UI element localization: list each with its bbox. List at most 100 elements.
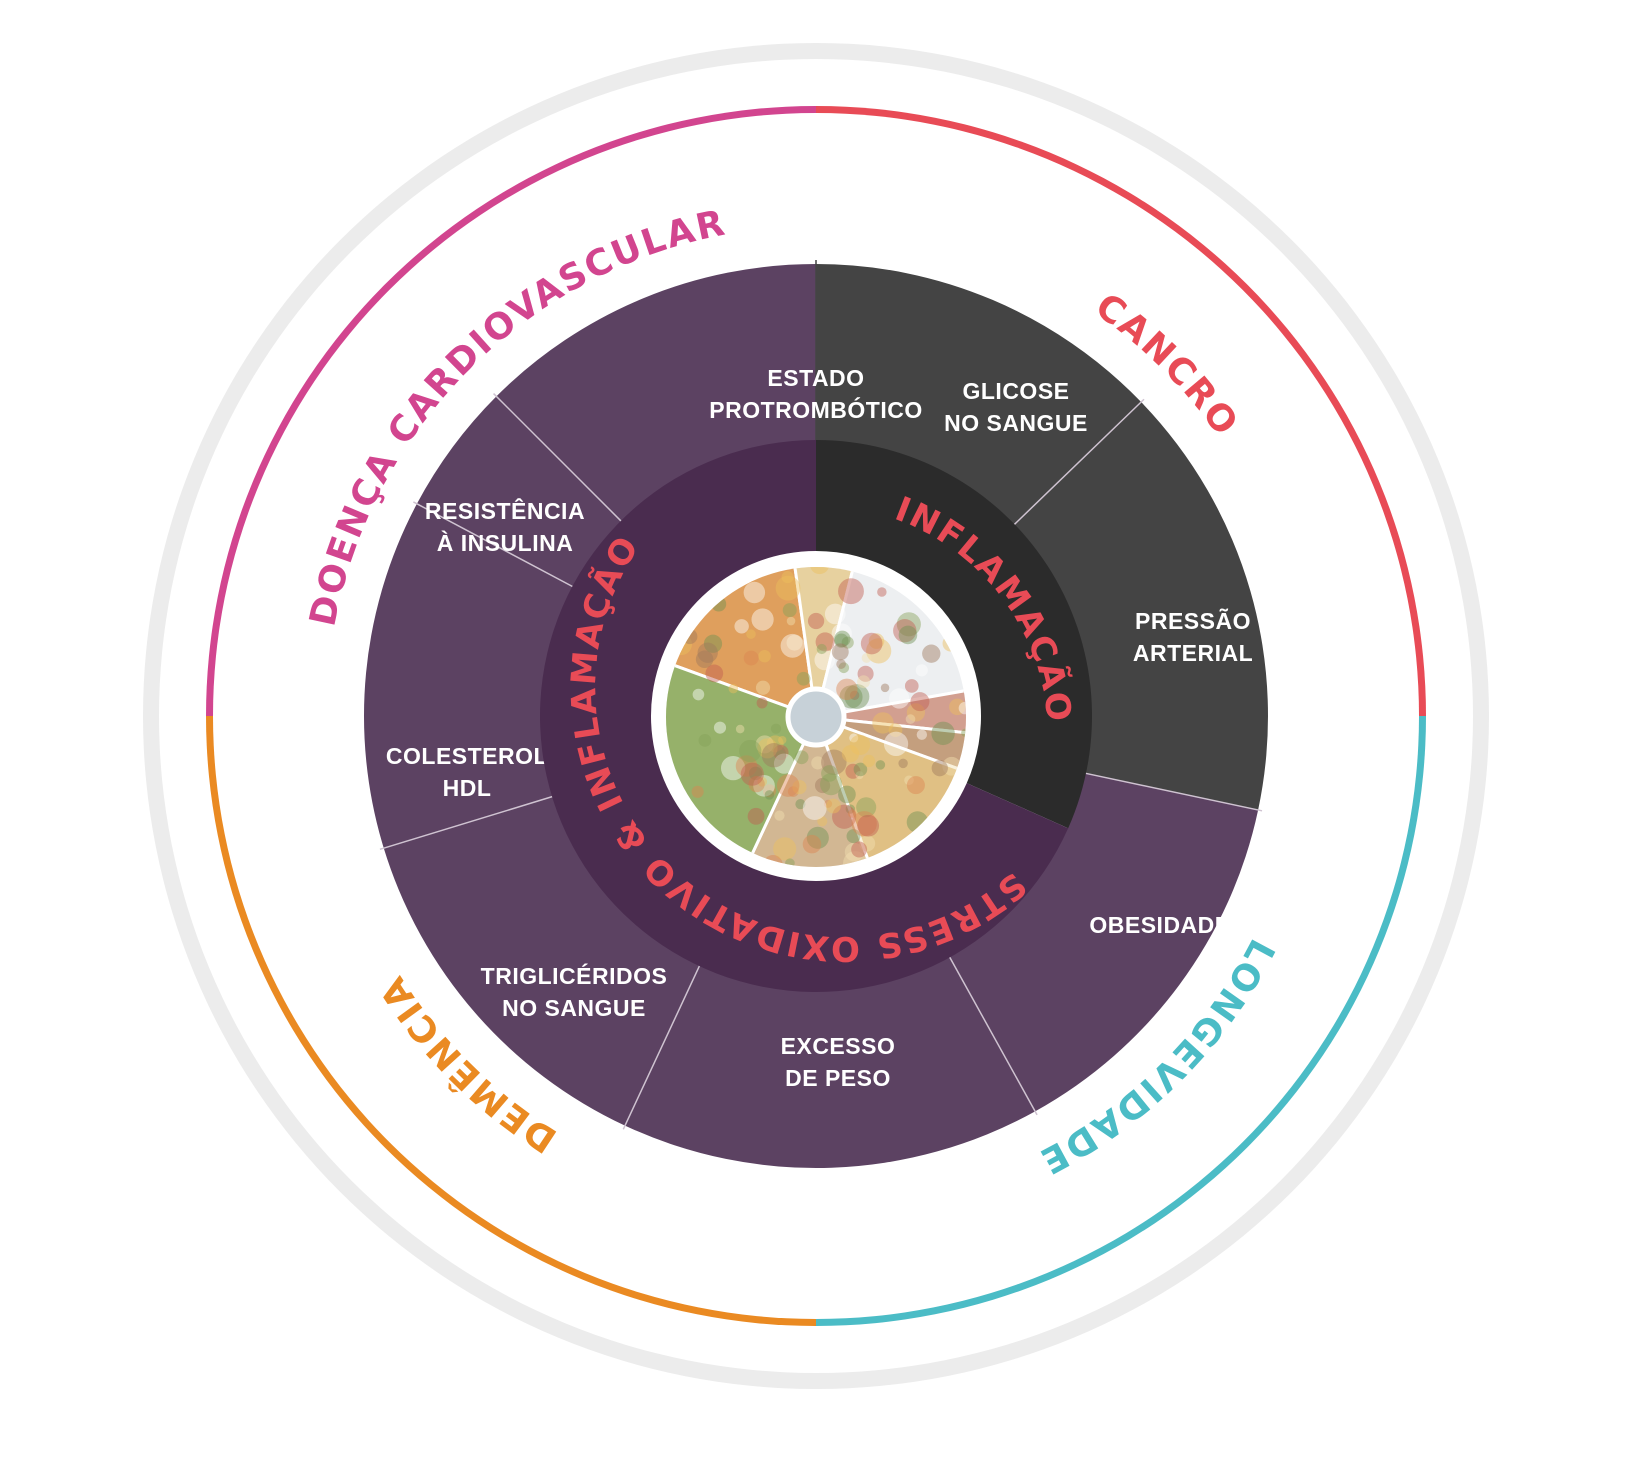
food-texture xyxy=(877,587,887,597)
food-texture xyxy=(931,760,948,777)
food-texture xyxy=(757,738,778,759)
food-texture xyxy=(817,816,828,827)
food-texture xyxy=(734,619,749,634)
food-texture xyxy=(743,581,766,604)
food-texture xyxy=(795,799,806,810)
inner-ring-inflammation xyxy=(816,440,1092,829)
food-texture xyxy=(836,659,846,669)
food-texture xyxy=(764,790,775,800)
food-texture xyxy=(849,690,860,701)
food-texture xyxy=(866,638,892,664)
label-obesidade: OBESIDADE xyxy=(1089,912,1230,938)
food-texture xyxy=(888,723,903,738)
food-texture xyxy=(857,814,880,837)
food-texture xyxy=(776,774,800,797)
food-texture xyxy=(740,762,764,786)
food-texture xyxy=(735,755,758,777)
food-texture xyxy=(746,629,756,639)
food-texture xyxy=(889,688,910,709)
food-texture xyxy=(883,731,909,756)
food-texture xyxy=(826,798,841,814)
food-texture xyxy=(861,653,872,663)
food-texture xyxy=(735,724,745,734)
label-excesso-peso: EXCESSO DE PESO xyxy=(781,1033,896,1091)
segment-divider xyxy=(1013,398,1145,526)
food-texture xyxy=(838,662,850,674)
food-texture xyxy=(748,766,763,781)
inner-ring-oxidative xyxy=(540,440,1069,993)
food-texture xyxy=(922,644,941,663)
segment-estado-protrombotico xyxy=(496,264,816,522)
food-texture xyxy=(839,685,863,709)
segment-divider xyxy=(379,795,554,851)
food-texture xyxy=(851,811,877,837)
food-texture xyxy=(844,842,864,862)
label-line: DE PESO xyxy=(785,1065,891,1091)
food-texture xyxy=(849,734,871,756)
food-texture xyxy=(728,683,739,694)
food-texture xyxy=(743,650,759,666)
food-texture xyxy=(857,665,874,682)
food-texture xyxy=(794,750,809,765)
food-texture xyxy=(904,775,914,786)
food-texture xyxy=(834,630,851,648)
water-drop-icon xyxy=(785,686,847,748)
food-texture xyxy=(910,692,930,712)
food-texture xyxy=(905,714,916,724)
food-texture xyxy=(758,649,771,663)
food-texture xyxy=(802,834,822,854)
food-texture xyxy=(845,763,861,779)
food-texture xyxy=(748,775,765,793)
food-texture xyxy=(931,721,955,746)
food-texture xyxy=(811,756,825,770)
food-texture xyxy=(774,810,785,821)
food-texture xyxy=(691,785,704,798)
segment-divider xyxy=(948,956,1038,1116)
food-texture xyxy=(806,826,829,849)
food-texture xyxy=(862,754,876,768)
food-texture xyxy=(898,758,908,769)
food-texture xyxy=(713,721,727,734)
food-texture xyxy=(780,633,805,658)
food-texture xyxy=(775,575,801,601)
food-texture xyxy=(904,679,919,693)
segment-resistencia-insulina xyxy=(416,396,622,587)
food-oils xyxy=(792,567,857,718)
food-texture xyxy=(838,578,864,605)
food-texture xyxy=(821,749,847,776)
segment-colesterol-hdl xyxy=(364,503,574,849)
food-texture xyxy=(695,650,714,669)
food-texture xyxy=(815,632,835,652)
food-texture xyxy=(851,841,868,858)
label-line: TRIGLICÉRIDOS xyxy=(481,962,668,989)
food-texture xyxy=(756,697,768,709)
food-texture xyxy=(949,698,966,716)
food-texture xyxy=(761,743,787,768)
food-texture xyxy=(824,603,846,625)
food-texture xyxy=(880,683,890,693)
segment-trigliceridos xyxy=(383,796,700,1126)
food-texture xyxy=(814,777,831,794)
food-texture xyxy=(849,733,859,743)
food-texture xyxy=(832,804,857,829)
food-texture xyxy=(820,773,843,796)
food-texture xyxy=(846,829,861,844)
food-texture xyxy=(773,744,789,761)
inner-ring xyxy=(540,440,1092,993)
label-line: EXCESSO xyxy=(781,1033,896,1059)
food-texture xyxy=(838,785,856,804)
segment-divider xyxy=(1084,772,1263,812)
food-texture xyxy=(809,567,830,575)
label-line: GLICOSE xyxy=(962,378,1069,404)
food-texture xyxy=(855,771,864,780)
food-texture xyxy=(778,735,787,745)
food-texture xyxy=(776,749,786,760)
food-texture xyxy=(915,664,928,677)
food-texture xyxy=(961,728,966,737)
food-texture xyxy=(831,643,849,661)
food-texture xyxy=(755,680,771,695)
label-line: À INSULINA xyxy=(437,529,574,556)
